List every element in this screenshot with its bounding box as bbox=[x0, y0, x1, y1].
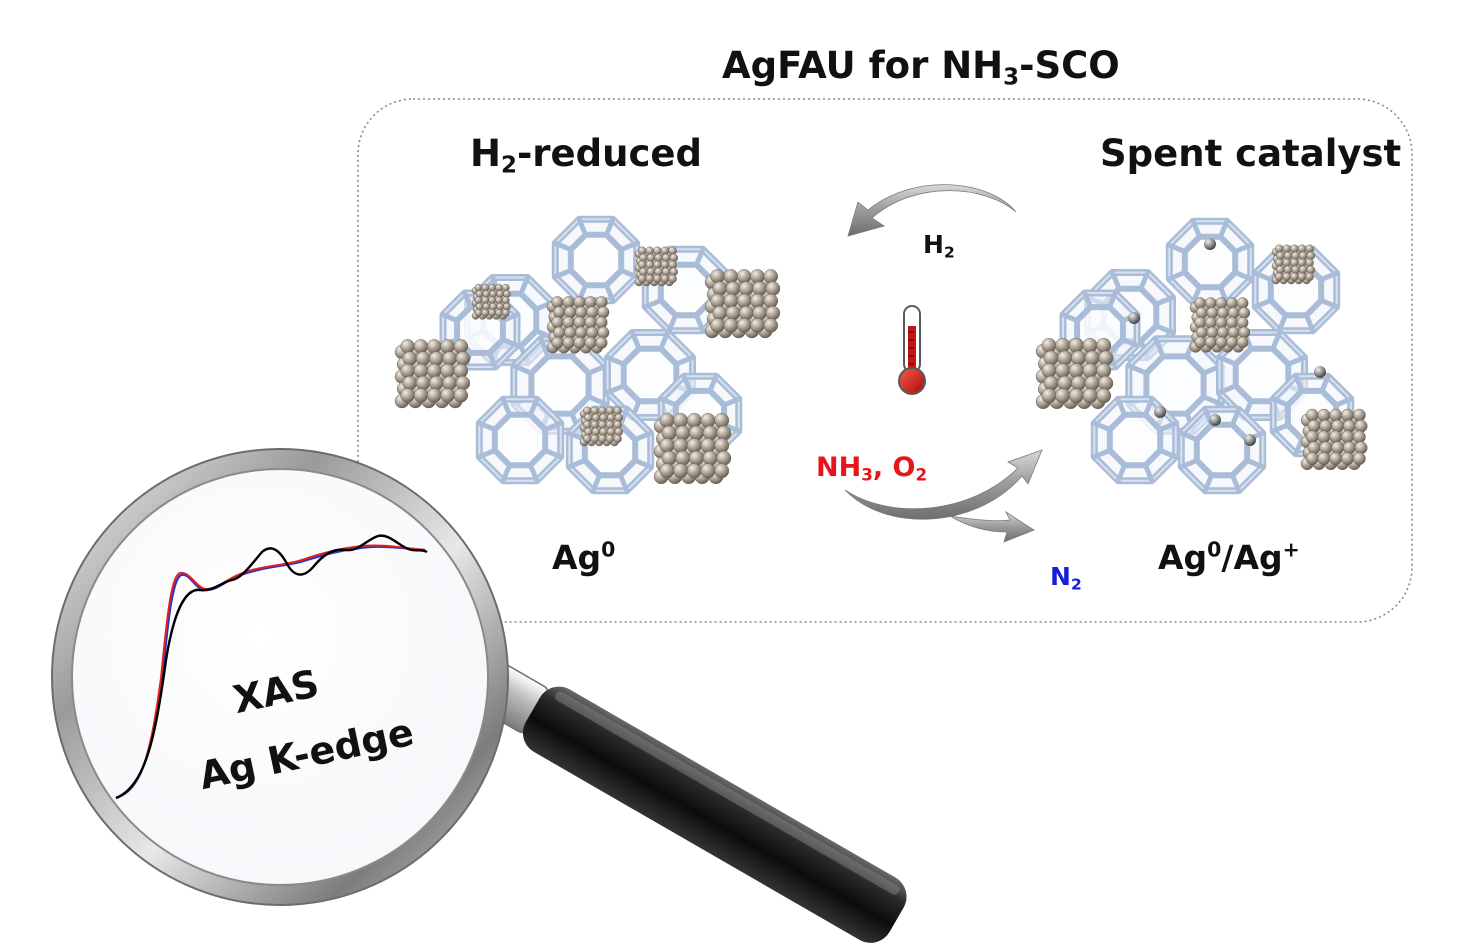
ag-ion bbox=[1128, 312, 1140, 324]
zeolite-cage bbox=[1090, 395, 1180, 485]
h2-gas-label: H2 bbox=[923, 230, 955, 260]
ag-cluster-small bbox=[579, 406, 623, 447]
magnifier-lens bbox=[71, 468, 489, 886]
ag-cluster-large bbox=[653, 412, 732, 484]
ag0-species-label: Ag0 bbox=[552, 538, 615, 577]
ag-ion bbox=[1209, 414, 1221, 426]
h2-reduction-arrow bbox=[847, 184, 1017, 237]
magnifier-handle bbox=[522, 686, 907, 943]
ag0-a-sup: 0 bbox=[1207, 537, 1222, 562]
magnifying-glass-icon bbox=[51, 448, 907, 943]
reactant-nh3-sub: 3 bbox=[861, 464, 873, 485]
h2-gas-sub: 2 bbox=[943, 243, 955, 262]
ag-cluster-large bbox=[1300, 408, 1368, 470]
zeolite-cage bbox=[551, 215, 641, 305]
xas-curve-black bbox=[115, 534, 428, 800]
agplus-main: /Ag bbox=[1221, 538, 1283, 577]
process-frame bbox=[357, 98, 1413, 623]
diagram-title-main: AgFAU for NH bbox=[722, 44, 1004, 87]
ag-cluster-large bbox=[394, 339, 471, 409]
h2-reduced-title-tail: -reduced bbox=[516, 132, 702, 175]
diagram-title-tail: -SCO bbox=[1019, 44, 1120, 87]
reactant-separator: , bbox=[872, 452, 893, 483]
product-label: N2 bbox=[1050, 562, 1082, 592]
xas-spectra bbox=[115, 534, 428, 800]
diagram-title: AgFAU for NH3-SCO bbox=[722, 44, 1120, 89]
ag-cluster-large bbox=[704, 269, 781, 339]
h2-reduced-title: H2-reduced bbox=[470, 132, 702, 177]
ag-cluster-small bbox=[471, 283, 511, 320]
ag-ion bbox=[1244, 434, 1256, 446]
reactant-o2-main: O bbox=[892, 452, 916, 483]
h2-reduced-title-main: H bbox=[470, 132, 501, 175]
zeolite-spent-catalyst bbox=[1035, 217, 1368, 495]
product-n2-main: N bbox=[1050, 562, 1071, 591]
reaction-arrow bbox=[844, 449, 1043, 543]
ag-cluster-core bbox=[1189, 297, 1251, 353]
reactant-nh3-main: NH bbox=[816, 452, 862, 483]
agplus-sup: + bbox=[1282, 537, 1300, 562]
reactant-o2-sub: 2 bbox=[915, 464, 928, 485]
ag-cluster-small bbox=[634, 246, 678, 287]
reactants-label: NH3, O2 bbox=[816, 452, 927, 483]
ag-cluster-large bbox=[1035, 337, 1114, 409]
diagram-title-sub: 3 bbox=[1003, 64, 1020, 91]
spent-catalyst-title: Spent catalyst bbox=[1100, 132, 1402, 175]
zeolite-cage bbox=[1165, 217, 1255, 307]
thermometer-icon bbox=[898, 305, 926, 395]
zeolite-cage bbox=[1177, 405, 1267, 495]
h2-gas-main: H bbox=[923, 230, 944, 259]
ag-ion bbox=[1204, 238, 1216, 250]
ag0-main: Ag bbox=[552, 538, 602, 577]
ag-cluster-core bbox=[546, 296, 610, 354]
product-n2-sub: 2 bbox=[1070, 575, 1082, 594]
ag-cluster-small bbox=[1271, 244, 1316, 285]
h2-reduced-title-sub: 2 bbox=[500, 152, 517, 179]
ag0-a-main: Ag bbox=[1158, 538, 1208, 577]
ag0-sup: 0 bbox=[601, 537, 616, 562]
ag0-agplus-species-label: Ag0/Ag+ bbox=[1158, 538, 1300, 577]
zeolite-h2-reduced bbox=[394, 215, 781, 495]
ag-ion bbox=[1154, 406, 1166, 418]
zeolite-cage bbox=[475, 395, 565, 485]
ag-ion bbox=[1314, 366, 1326, 378]
